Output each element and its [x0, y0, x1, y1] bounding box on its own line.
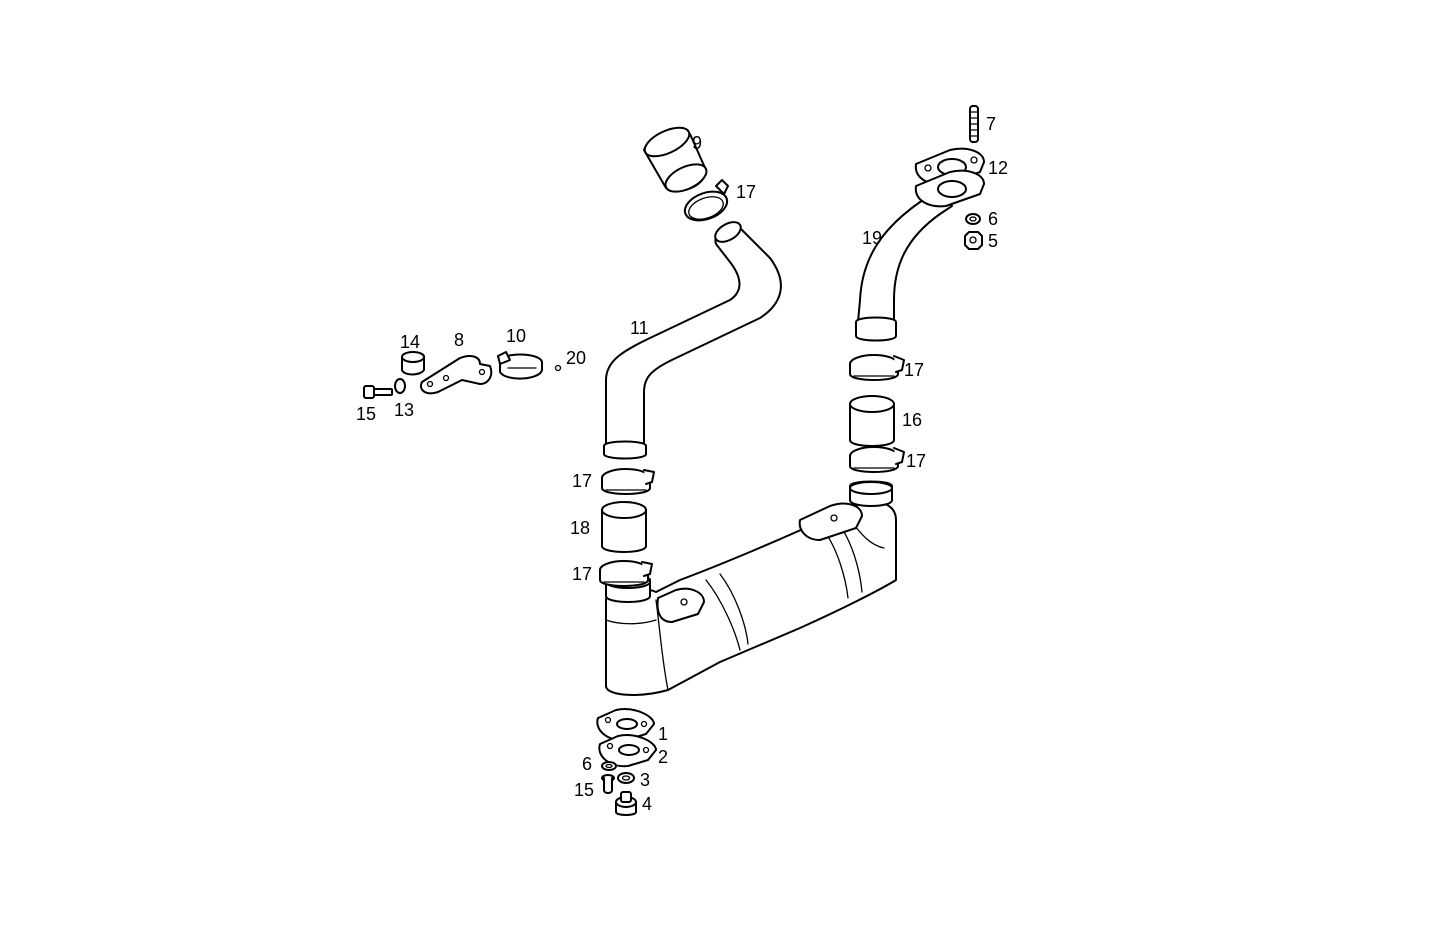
callout-15-left: 15 — [356, 404, 376, 424]
callout-3: 3 — [640, 770, 650, 790]
washer-6-top — [965, 213, 981, 225]
callout-7: 7 — [986, 114, 996, 134]
clamp-10 — [497, 351, 543, 380]
callout-9: 9 — [692, 133, 702, 153]
callout-19: 19 — [862, 228, 882, 248]
sleeve-16 — [849, 395, 895, 447]
bushing-14 — [401, 351, 425, 376]
callout-17-top: 17 — [736, 182, 756, 202]
callout-10: 10 — [506, 326, 526, 346]
clamp-17-right-lower — [849, 446, 905, 473]
callout-11: 11 — [630, 318, 649, 338]
gasket-1 — [596, 708, 655, 742]
washer-6-bottom — [601, 761, 617, 771]
bolt-15-left — [363, 385, 393, 399]
washer-3 — [617, 772, 635, 784]
callout-12: 12 — [988, 158, 1008, 178]
callout-17-right-upper: 17 — [904, 360, 924, 380]
callout-8: 8 — [454, 330, 464, 350]
bolt-15-bottom — [601, 774, 615, 794]
gasket-2 — [598, 734, 657, 768]
callout-5: 5 — [988, 231, 998, 251]
sleeve-9 — [643, 126, 708, 193]
callout-15-bottom: 15 — [574, 780, 594, 800]
washer-13 — [394, 378, 406, 394]
callout-17-left-lower: 17 — [572, 564, 592, 584]
callout-2: 2 — [658, 747, 668, 767]
callout-13: 13 — [394, 400, 414, 420]
exhaust-pipe-left — [603, 221, 782, 460]
callout-14: 14 — [400, 332, 420, 352]
clamp-17-top — [683, 179, 729, 222]
clamp-17-left-upper — [601, 468, 655, 495]
exhaust-pipe-right — [855, 191, 953, 342]
callout-18: 18 — [570, 518, 590, 538]
callout-16: 16 — [902, 410, 922, 430]
callout-labels: 7 12 6 5 19 9 17 11 14 8 10 20 15 13 17 … — [356, 114, 1008, 814]
clamp-17-left-lower — [599, 560, 653, 587]
callout-17-left-upper: 17 — [572, 471, 592, 491]
bracket-8 — [420, 355, 493, 395]
callout-4: 4 — [642, 794, 652, 814]
clamp-17-right-upper — [849, 354, 905, 381]
callout-6-top: 6 — [988, 209, 998, 229]
muffler — [605, 480, 897, 696]
callout-1: 1 — [658, 724, 668, 744]
callout-6-bottom: 6 — [582, 754, 592, 774]
sleeve-18 — [601, 501, 647, 553]
callout-17-right-lower: 17 — [906, 451, 926, 471]
nut-5 — [964, 231, 983, 250]
stud-7 — [969, 105, 979, 143]
nut-4 — [615, 791, 637, 816]
washer-20 — [554, 364, 562, 372]
callout-20: 20 — [566, 348, 586, 368]
flange-12 — [914, 147, 985, 208]
